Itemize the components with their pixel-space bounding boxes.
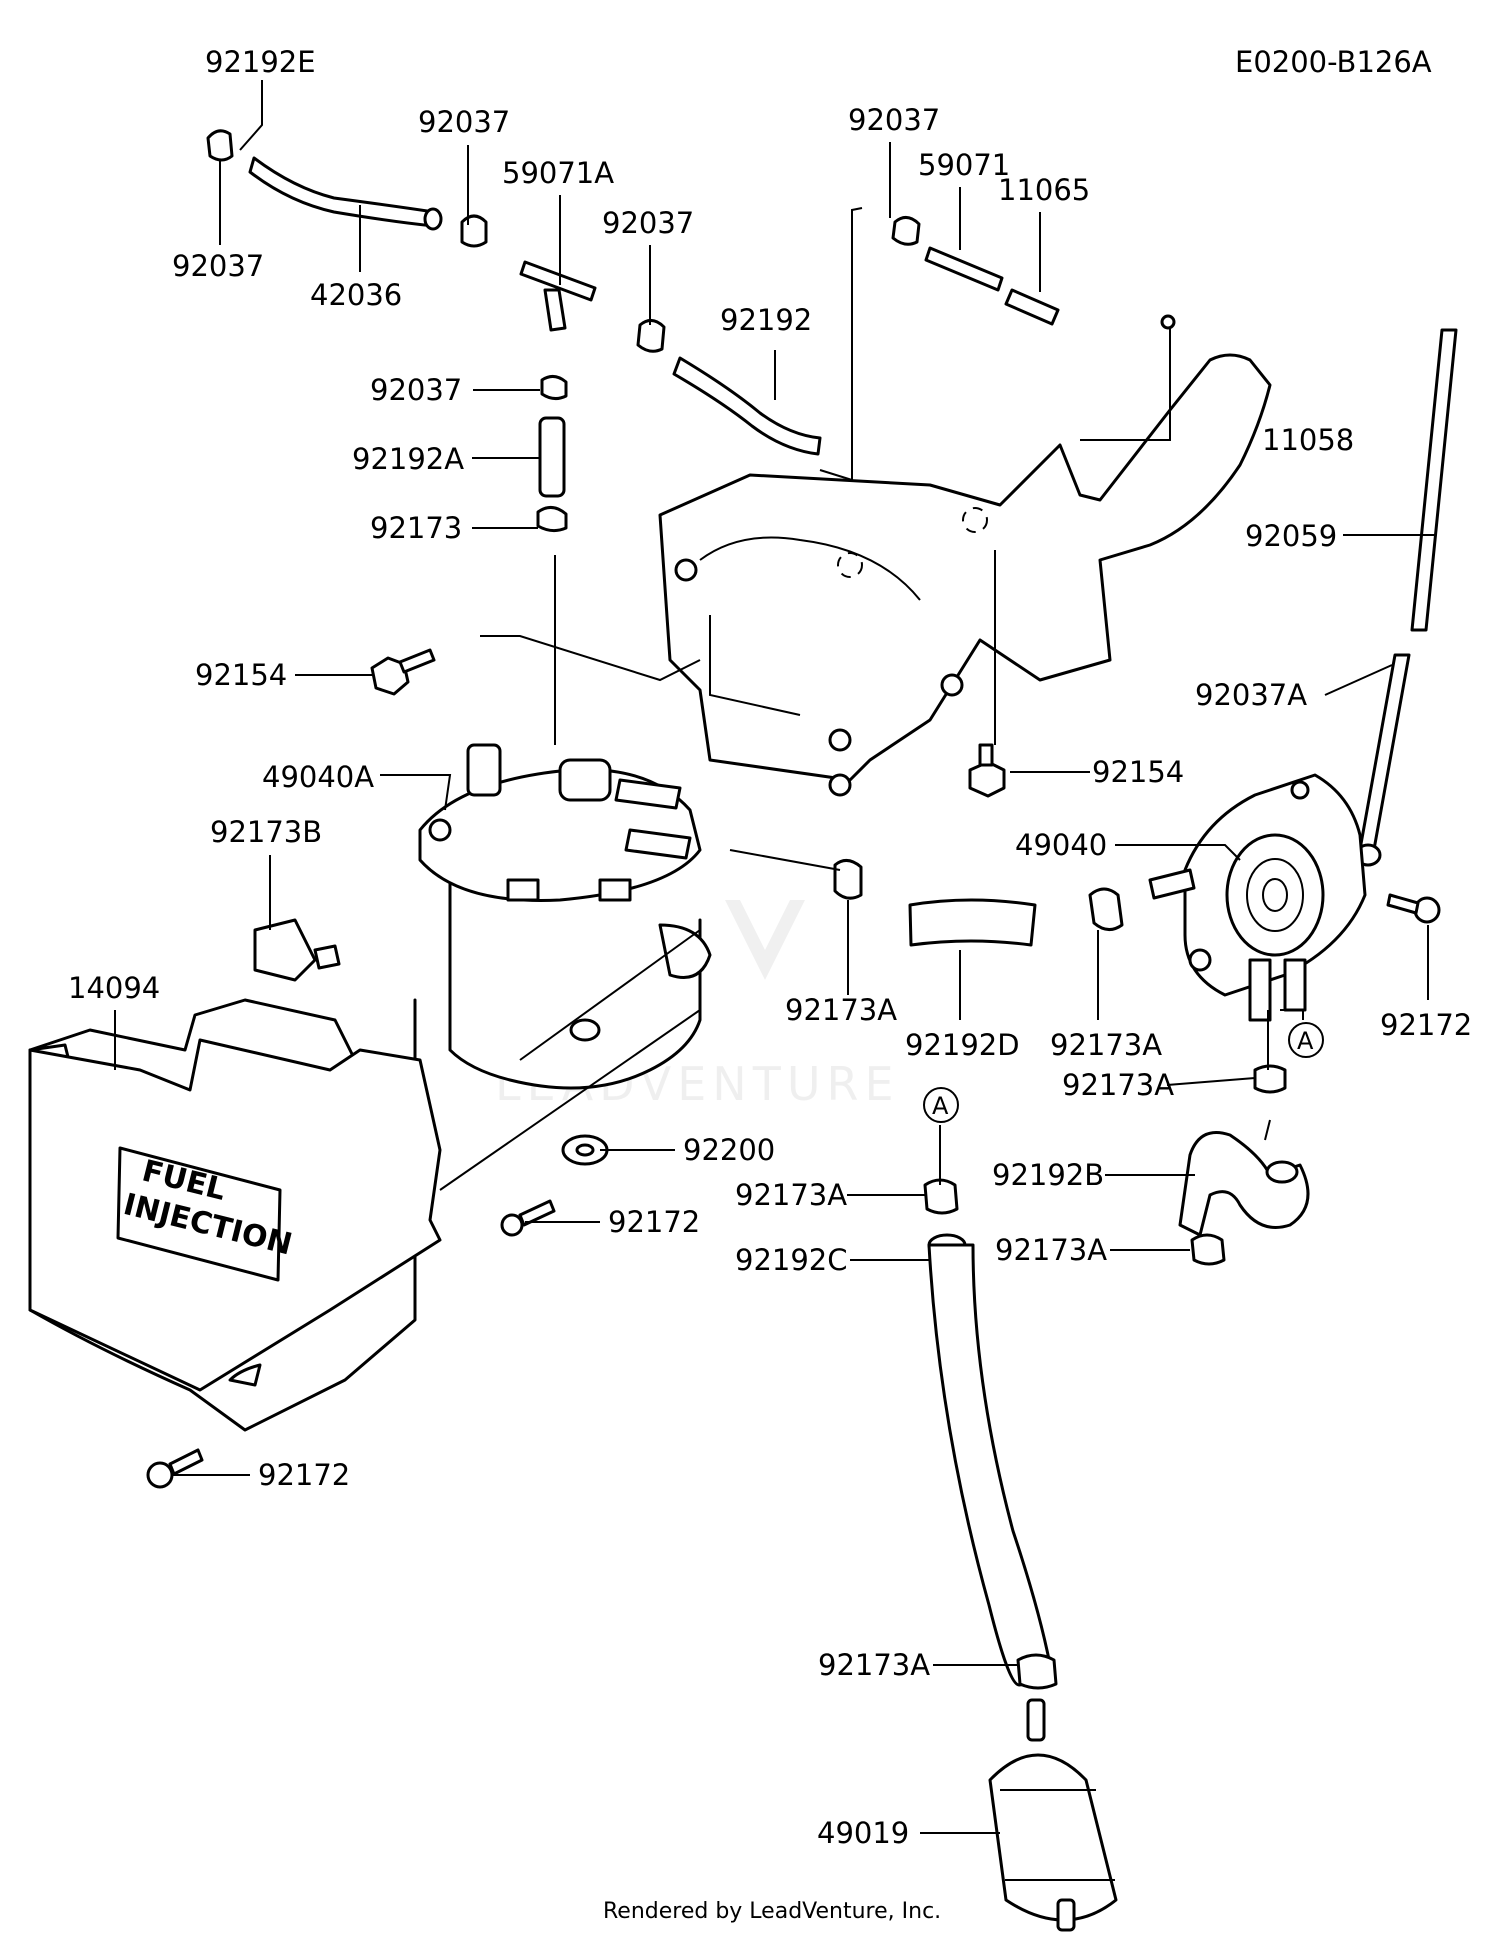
label-92037-hose[interactable]: 92037 bbox=[418, 105, 510, 139]
label-92173[interactable]: 92173 bbox=[370, 511, 462, 545]
bolt-92154-left bbox=[370, 648, 436, 696]
clip-92173A-filter-top bbox=[1016, 1653, 1058, 1690]
clip-92037-tee-right bbox=[636, 319, 666, 353]
fitting-59071 bbox=[924, 246, 1004, 292]
tee-fitting-59071A bbox=[519, 260, 597, 332]
label-92192A[interactable]: 92192A bbox=[352, 442, 464, 476]
label-11065[interactable]: 11065 bbox=[998, 173, 1090, 207]
label-92192B[interactable]: 92192B bbox=[992, 1158, 1104, 1192]
hose-92192C bbox=[927, 1233, 1055, 1687]
label-59071[interactable]: 59071 bbox=[918, 148, 1010, 182]
clip-92173A-filter bbox=[833, 859, 863, 900]
clip-92173A-marker bbox=[923, 1178, 959, 1215]
rod-92059 bbox=[1410, 328, 1458, 632]
clip-92173A-pump bbox=[1088, 887, 1124, 931]
label-59071A[interactable]: 59071A bbox=[502, 156, 614, 190]
watermark-logo bbox=[725, 900, 805, 980]
clip-92173A-lower-right bbox=[1253, 1064, 1287, 1094]
label-92192C[interactable]: 92192C bbox=[735, 1243, 848, 1277]
label-92154-right[interactable]: 92154 bbox=[1092, 755, 1184, 789]
label-49040[interactable]: 49040 bbox=[1015, 828, 1107, 862]
clip-92037-tee-left bbox=[460, 214, 488, 248]
label-49040A[interactable]: 49040A bbox=[262, 760, 374, 794]
svg-text:A: A bbox=[932, 1092, 949, 1120]
svg-text:A: A bbox=[1297, 1027, 1314, 1055]
leader-lines bbox=[114, 80, 1436, 1834]
tube-92192A bbox=[538, 416, 566, 498]
label-92192D[interactable]: 92192D bbox=[905, 1028, 1020, 1062]
label-92172-right[interactable]: 92172 bbox=[1380, 1008, 1472, 1042]
cover-14094: FUEL INJECTION bbox=[28, 998, 442, 1432]
clip-92037-top-left bbox=[206, 129, 234, 162]
label-92037-under-tee[interactable]: 92037 bbox=[370, 373, 462, 407]
clip-92037-under-tee bbox=[540, 375, 568, 401]
footer-credit: Rendered by LeadVenture, Inc. bbox=[603, 1899, 941, 1924]
clip-92173 bbox=[536, 506, 568, 533]
part-labels: 92192E 92037 42036 92037 59071A 92037 92… bbox=[68, 45, 1472, 1850]
label-92154-left[interactable]: 92154 bbox=[195, 658, 287, 692]
callout-marker-a-left: A bbox=[923, 1087, 959, 1123]
label-92037-top-left[interactable]: 92037 bbox=[172, 249, 264, 283]
diagram-code: E0200-B126A bbox=[1235, 45, 1432, 79]
washer-92200 bbox=[561, 1134, 609, 1166]
bolt-92154-right bbox=[968, 743, 1006, 798]
label-92173A-filter-top[interactable]: 92173A bbox=[818, 1648, 930, 1682]
hose-92192D bbox=[908, 898, 1037, 947]
label-92037-tee[interactable]: 92037 bbox=[602, 206, 694, 240]
fuel-pump-49040 bbox=[1148, 773, 1367, 1022]
label-92172-middle[interactable]: 92172 bbox=[608, 1205, 700, 1239]
screw-92172-bottom-left bbox=[146, 1448, 204, 1489]
label-92059[interactable]: 92059 bbox=[1245, 519, 1337, 553]
label-92173A-pump[interactable]: 92173A bbox=[1050, 1028, 1162, 1062]
rod-92037A bbox=[1354, 653, 1411, 867]
label-14094[interactable]: 14094 bbox=[68, 971, 160, 1005]
screw-92172-middle bbox=[500, 1199, 556, 1237]
bracket-11058 bbox=[658, 314, 1272, 797]
label-92037-upper-right[interactable]: 92037 bbox=[848, 103, 940, 137]
label-92172-bottom-left[interactable]: 92172 bbox=[258, 1458, 350, 1492]
plug-11065 bbox=[1004, 288, 1060, 326]
label-92173A-hose-B[interactable]: 92173A bbox=[995, 1233, 1107, 1267]
label-42036[interactable]: 42036 bbox=[310, 278, 402, 312]
hose-92192 bbox=[672, 356, 822, 456]
fuel-filter-49040A bbox=[418, 743, 712, 1090]
callout-marker-a-top: A bbox=[1288, 1022, 1324, 1058]
hose-42036 bbox=[248, 156, 443, 231]
label-92192E[interactable]: 92192E bbox=[205, 45, 316, 79]
label-92192[interactable]: 92192 bbox=[720, 303, 812, 337]
clip-92173A-hose-B bbox=[1190, 1233, 1226, 1266]
inline-fuel-filter-49019 bbox=[988, 1698, 1118, 1932]
hose-92192B bbox=[1178, 1131, 1310, 1237]
label-92173A-marker[interactable]: 92173A bbox=[735, 1178, 847, 1212]
clamp-92173B bbox=[253, 918, 341, 982]
label-92200[interactable]: 92200 bbox=[683, 1133, 775, 1167]
label-92037A[interactable]: 92037A bbox=[1195, 678, 1307, 712]
label-11058[interactable]: 11058 bbox=[1262, 423, 1354, 457]
label-92173A-lower-right[interactable]: 92173A bbox=[1062, 1068, 1174, 1102]
label-49019[interactable]: 49019 bbox=[817, 1816, 909, 1850]
screw-92172-right bbox=[1386, 893, 1441, 924]
clip-92037-upper-right bbox=[891, 216, 921, 246]
label-92173B[interactable]: 92173B bbox=[210, 815, 322, 849]
label-92173A-filter[interactable]: 92173A bbox=[785, 993, 897, 1027]
